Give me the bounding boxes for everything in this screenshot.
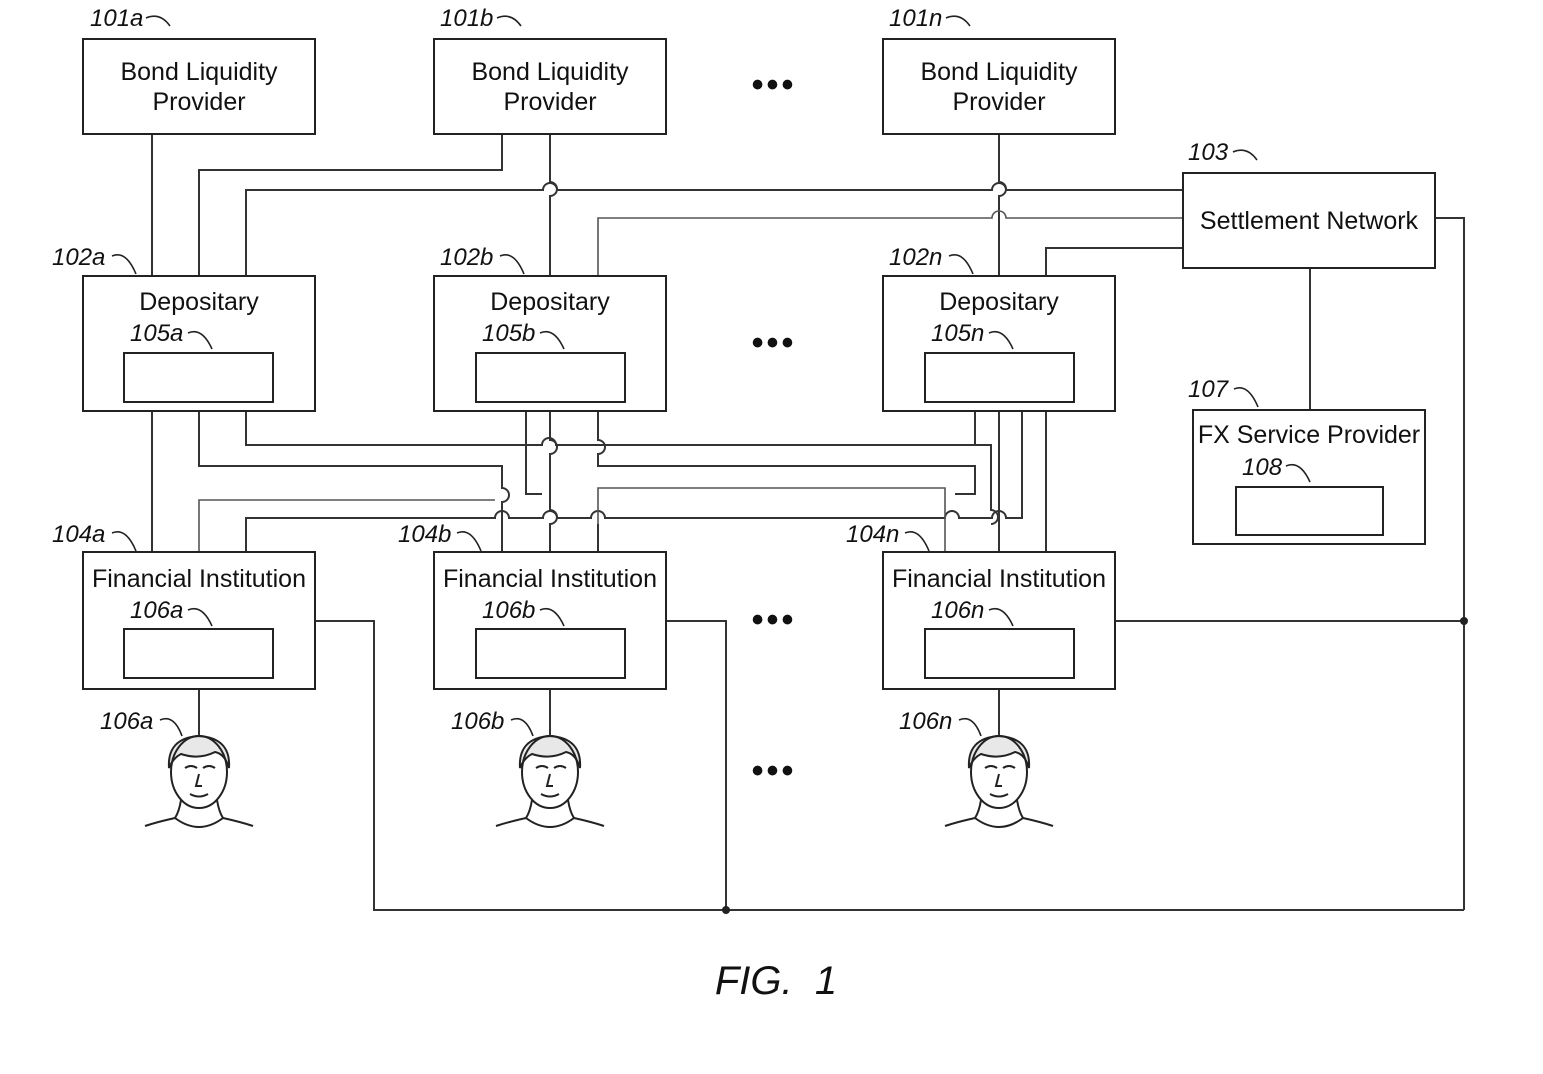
user-n: 106n bbox=[899, 708, 1053, 827]
institution-component-ref: 106b bbox=[482, 597, 535, 624]
depositary-ref: 102n bbox=[889, 244, 942, 271]
bus-junction-dot bbox=[1460, 617, 1468, 625]
depositary-component-box bbox=[476, 353, 625, 402]
user-a: 106a bbox=[100, 708, 253, 827]
liquidity-provider-b: Bond Liquidity Provider 101b bbox=[434, 5, 666, 134]
fx-component-box bbox=[1236, 487, 1383, 535]
settlement-network: Settlement Network 103 bbox=[1183, 139, 1435, 268]
institution-label: Financial Institution bbox=[892, 565, 1106, 593]
provider-label-line2: Provider bbox=[952, 88, 1045, 116]
provider-ref: 101b bbox=[440, 5, 493, 32]
institution-ref: 104a bbox=[52, 521, 105, 548]
person-icon bbox=[496, 736, 604, 827]
provider-label-line1: Bond Liquidity bbox=[120, 58, 278, 86]
financial-institution-n: Financial Institution 106n 104n bbox=[846, 521, 1115, 689]
provider-label-line2: Provider bbox=[152, 88, 245, 116]
depositary-label: Depositary bbox=[139, 288, 259, 316]
user-ref: 106b bbox=[451, 708, 504, 735]
settlement-network-ref: 103 bbox=[1188, 139, 1229, 166]
depositary-label: Depositary bbox=[490, 288, 610, 316]
provider-ellipsis: ••• bbox=[752, 66, 797, 104]
fx-service-provider-label: FX Service Provider bbox=[1198, 421, 1420, 449]
liquidity-provider-n: Bond Liquidity Provider 101n bbox=[883, 5, 1115, 134]
user-ref: 106n bbox=[899, 708, 952, 735]
depositary-component-box bbox=[925, 353, 1074, 402]
provider-label-line1: Bond Liquidity bbox=[471, 58, 629, 86]
depositary-label: Depositary bbox=[939, 288, 1059, 316]
bus-junction-dot bbox=[722, 906, 730, 914]
depositary-component-ref: 105a bbox=[130, 320, 183, 347]
depositary-ellipsis: ••• bbox=[752, 324, 797, 362]
provider-label-line1: Bond Liquidity bbox=[920, 58, 1078, 86]
depositary-a: Depositary 105a 102a bbox=[52, 244, 315, 411]
provider-ref: 101a bbox=[90, 5, 143, 32]
institution-label: Financial Institution bbox=[443, 565, 657, 593]
settlement-network-label: Settlement Network bbox=[1200, 207, 1419, 235]
user-b: 106b bbox=[451, 708, 604, 827]
fx-service-provider: FX Service Provider 108 107 bbox=[1188, 376, 1425, 544]
fx-service-provider-ref: 107 bbox=[1188, 376, 1230, 403]
user-ref: 106a bbox=[100, 708, 153, 735]
institution-component-ref: 106a bbox=[130, 597, 183, 624]
institution-component-box bbox=[476, 629, 625, 678]
depositary-component-box bbox=[124, 353, 273, 402]
user-ellipsis: ••• bbox=[752, 752, 797, 790]
institution-ref: 104b bbox=[398, 521, 451, 548]
depositary-component-ref: 105n bbox=[931, 320, 984, 347]
institution-component-ref: 106n bbox=[931, 597, 984, 624]
depositary-ref: 102a bbox=[52, 244, 105, 271]
person-icon bbox=[145, 736, 253, 827]
financial-institution-a: Financial Institution 106a 104a bbox=[52, 521, 315, 689]
institution-component-box bbox=[124, 629, 273, 678]
person-icon bbox=[945, 736, 1053, 827]
institution-ref: 104n bbox=[846, 521, 899, 548]
institution-ellipsis: ••• bbox=[752, 601, 797, 639]
institution-label: Financial Institution bbox=[92, 565, 306, 593]
depositary-component-ref: 105b bbox=[482, 320, 535, 347]
provider-ref: 101n bbox=[889, 5, 942, 32]
figure-caption: FIG. 1 bbox=[715, 959, 837, 1003]
liquidity-provider-a: Bond Liquidity Provider 101a bbox=[83, 5, 315, 134]
financial-institution-b: Financial Institution 106b 104b bbox=[398, 521, 666, 689]
institution-component-box bbox=[925, 629, 1074, 678]
fx-component-ref: 108 bbox=[1242, 454, 1283, 481]
provider-label-line2: Provider bbox=[503, 88, 596, 116]
depositary-ref: 102b bbox=[440, 244, 493, 271]
